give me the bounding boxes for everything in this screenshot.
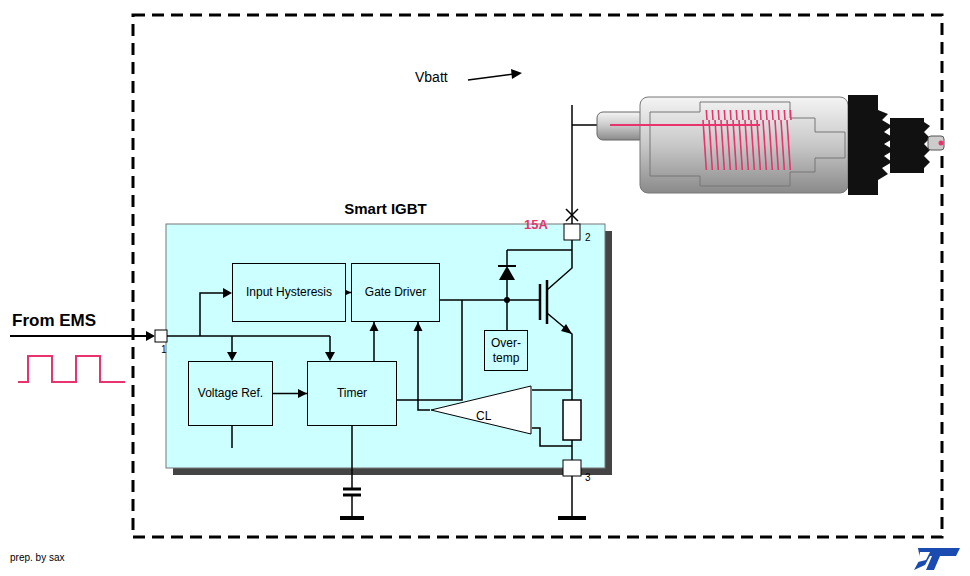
block-label: CL (476, 409, 491, 423)
voltage-ref-block: Voltage Ref. (188, 361, 273, 426)
pin-2 (564, 224, 580, 240)
hysteresis-block: Input Hysteresis (232, 263, 346, 322)
signal-name: From EMS (12, 312, 96, 331)
timer-capacitor (340, 426, 364, 518)
arrow-head (227, 352, 237, 361)
pin-number: 3 (585, 472, 591, 483)
pin-1 (155, 330, 167, 342)
igbt-symbol (540, 240, 572, 400)
block-label: Gate Driver (365, 285, 426, 299)
module-title: Smart IGBT (166, 200, 605, 218)
pulse-waveform (18, 356, 125, 382)
igbt-module: Smart IGBTInput HysteresisGate DriverVol… (166, 224, 605, 468)
current-limit-amp: CL (430, 385, 532, 435)
fuse-rating: 15A (524, 218, 548, 232)
supply-label: Vbatt (415, 70, 448, 85)
block-label: Voltage Ref. (198, 386, 263, 400)
igbt-panel (166, 224, 605, 468)
ground-symbol (558, 516, 586, 520)
block-label: Input Hysteresis (246, 285, 332, 299)
arrow-head (511, 69, 522, 79)
signal-connector (273, 389, 307, 398)
pin-number: 1 (161, 344, 167, 355)
emitter-arrow (561, 324, 572, 334)
diode-bar (498, 265, 516, 267)
block-label: Timer (337, 386, 367, 400)
timer-block: Timer (307, 361, 397, 426)
ref-wire (231, 426, 233, 448)
gate-driver-block: Gate Driver (351, 263, 440, 322)
arrow-head (223, 288, 232, 298)
diode-symbol (499, 266, 515, 280)
author-note: prep. by sax (10, 552, 64, 563)
battery-wiring (468, 73, 598, 224)
block-label: Over- temp (487, 336, 525, 365)
resistor-symbol (563, 400, 581, 440)
pin-3 (563, 460, 581, 476)
glow-plug (597, 95, 944, 195)
arrow-head (325, 352, 335, 361)
junction-dot (504, 297, 510, 303)
overtemp-block: Over- temp (484, 330, 528, 371)
module-boundary (133, 15, 942, 537)
arrow-head (146, 331, 155, 341)
signal-connector (370, 322, 379, 361)
input-wire (10, 335, 150, 337)
st-logo (914, 548, 960, 570)
signal-connector (414, 322, 431, 410)
pin-number: 2 (585, 232, 591, 243)
